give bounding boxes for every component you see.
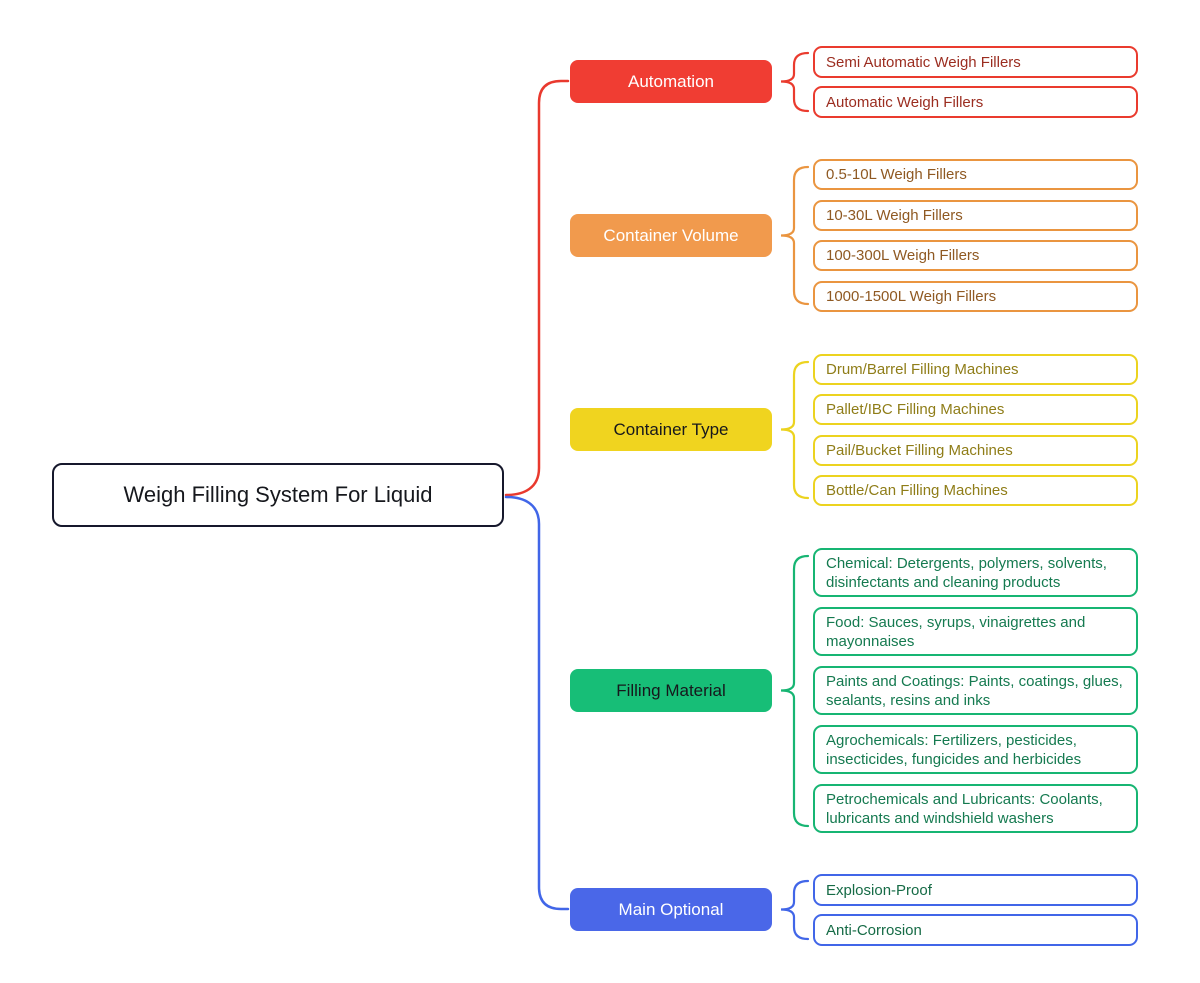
child-node-anti-corrosion: Anti-Corrosion bbox=[813, 914, 1138, 946]
child-node-pail-bucket-filling-machines: Pail/Bucket Filling Machines bbox=[813, 435, 1138, 466]
branch-node-container-volume: Container Volume bbox=[570, 214, 772, 257]
branch-node-main-optional: Main Optional bbox=[570, 888, 772, 931]
child-node-100-300l-weigh-fillers: 100-300L Weigh Fillers bbox=[813, 240, 1138, 271]
child-node-agrochemicals: Agrochemicals: Fertilizers, pesticides, … bbox=[813, 725, 1138, 774]
brace-automation bbox=[780, 51, 810, 113]
child-node-food: Food: Sauces, syrups, vinaigrettes and m… bbox=[813, 607, 1138, 656]
child-node-paints-and-coatings: Paints and Coatings: Paints, coatings, g… bbox=[813, 666, 1138, 715]
child-node-1000-1500l-weigh-fillers: 1000-1500L Weigh Fillers bbox=[813, 281, 1138, 312]
child-node-explosion-proof: Explosion-Proof bbox=[813, 874, 1138, 906]
main-topic-node: Weigh Filling System For Liquid bbox=[52, 463, 504, 527]
brace-container-type bbox=[780, 360, 810, 500]
branch-node-filling-material: Filling Material bbox=[570, 669, 772, 712]
child-node-petrochemicals-and-lubricants: Petrochemicals and Lubricants: Coolants,… bbox=[813, 784, 1138, 833]
brace-filling-material bbox=[780, 554, 810, 828]
branch-node-automation: Automation bbox=[570, 60, 772, 103]
trunk-top-connector bbox=[504, 79, 570, 497]
child-node-semi-automatic-weigh-fillers: Semi Automatic Weigh Fillers bbox=[813, 46, 1138, 78]
child-node-0-5-10l-weigh-fillers: 0.5-10L Weigh Fillers bbox=[813, 159, 1138, 190]
child-node-10-30l-weigh-fillers: 10-30L Weigh Fillers bbox=[813, 200, 1138, 231]
brace-main-optional bbox=[780, 879, 810, 941]
trunk-bottom-connector bbox=[504, 495, 570, 911]
branch-node-container-type: Container Type bbox=[570, 408, 772, 451]
brace-container-volume bbox=[780, 165, 810, 306]
child-node-drum-barrel-filling-machines: Drum/Barrel Filling Machines bbox=[813, 354, 1138, 385]
child-node-pallet-ibc-filling-machines: Pallet/IBC Filling Machines bbox=[813, 394, 1138, 425]
child-node-automatic-weigh-fillers: Automatic Weigh Fillers bbox=[813, 86, 1138, 118]
child-node-chemical: Chemical: Detergents, polymers, solvents… bbox=[813, 548, 1138, 597]
child-node-bottle-can-filling-machines: Bottle/Can Filling Machines bbox=[813, 475, 1138, 506]
